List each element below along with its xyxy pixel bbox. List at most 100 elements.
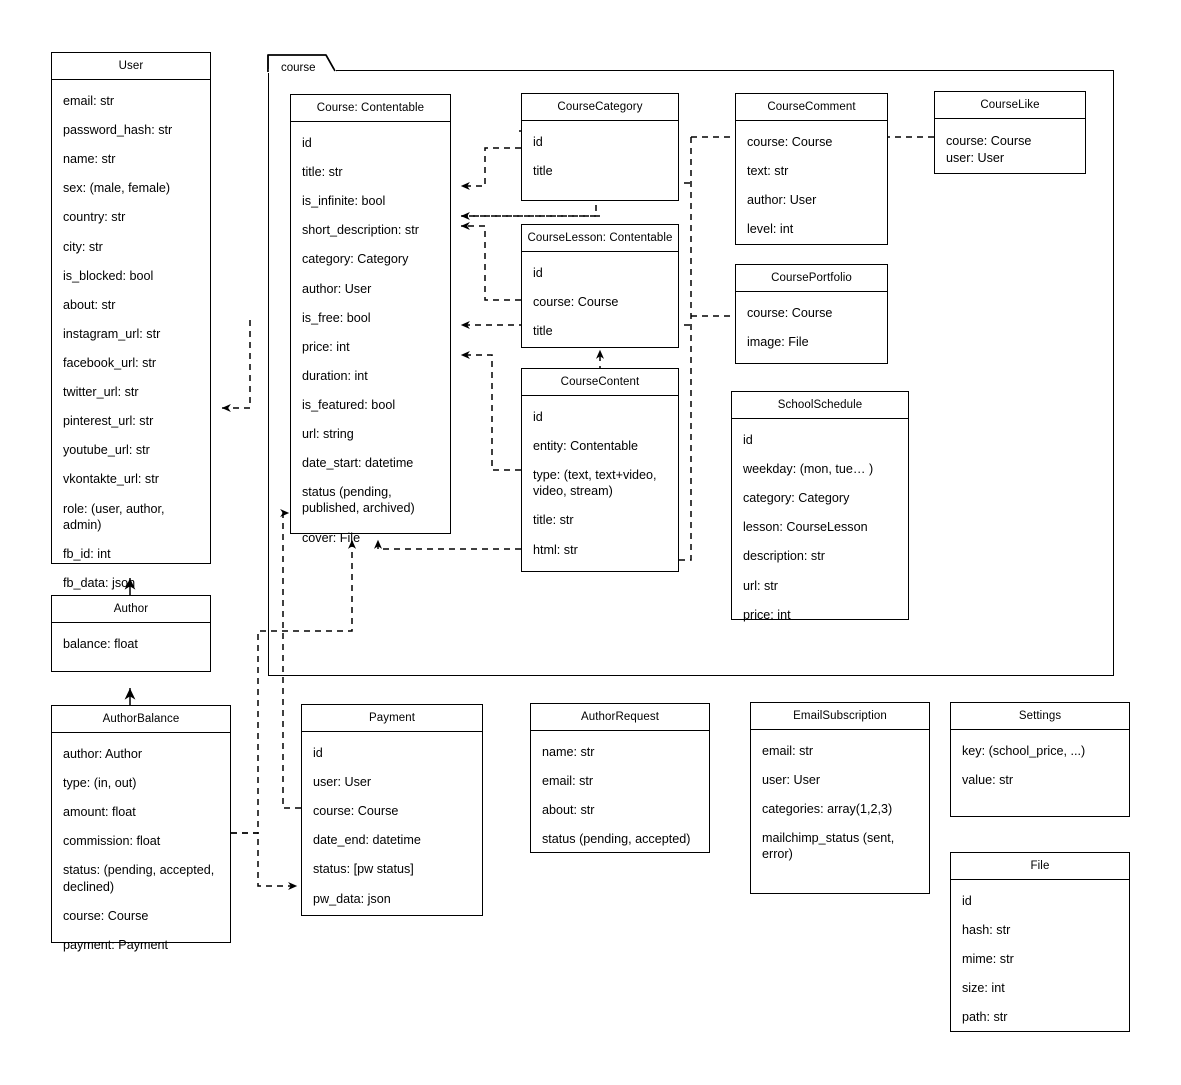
attribute: is_infinite: bool bbox=[302, 194, 386, 209]
attribute: user: User bbox=[313, 775, 372, 790]
attribute: id bbox=[533, 410, 543, 424]
relation-right-spine bbox=[601, 137, 692, 561]
package-course-body bbox=[268, 70, 1114, 676]
attribute: password_hash: str bbox=[63, 123, 173, 138]
attribute: course: Course bbox=[533, 295, 619, 310]
attribute: status (pending, accepted) bbox=[542, 832, 691, 847]
class-box-course[interactable]: Course: Contentable id title: str is_inf… bbox=[290, 94, 451, 545]
attribute: date_start: datetime bbox=[302, 456, 414, 471]
attribute: course: Course bbox=[747, 135, 833, 149]
attribute: id bbox=[962, 894, 972, 908]
attribute: id bbox=[313, 746, 323, 760]
attribute: status (pending, published, archived) bbox=[302, 485, 415, 516]
attribute: lesson: CourseLesson bbox=[743, 520, 868, 535]
attribute: author: User bbox=[302, 281, 372, 296]
package-label-text: course bbox=[281, 62, 316, 74]
attribute: fb_data: json bbox=[63, 575, 136, 590]
attribute: image: File bbox=[747, 335, 809, 350]
class-attributes-courselesson: id course: Course title bbox=[522, 252, 678, 349]
class-attributes-authorrequest: name: str email: str about: str status (… bbox=[531, 731, 709, 857]
class-box-user[interactable]: User email: str password_hash: str name:… bbox=[51, 52, 211, 619]
attribute: country: str bbox=[63, 210, 126, 225]
attribute: course: Course bbox=[313, 804, 399, 819]
relation-courselesson-course bbox=[460, 221, 521, 301]
class-title-coursecomment: CourseComment bbox=[736, 94, 887, 121]
attribute: email: str bbox=[762, 744, 814, 758]
class-attributes-course: id title: str is_infinite: bool short_de… bbox=[291, 122, 450, 556]
class-box-courselesson[interactable]: CourseLesson: Contentable id course: Cou… bbox=[521, 224, 679, 348]
class-box-courselike[interactable]: CourseLike course: Course user: User bbox=[934, 91, 1086, 174]
attribute: text: str bbox=[747, 164, 789, 179]
attribute: about: str bbox=[63, 297, 116, 312]
attribute: url: string bbox=[302, 427, 354, 442]
class-attributes-authorbalance: author: Author type: (in, out) amount: f… bbox=[52, 733, 230, 963]
class-attributes-courseportfolio: course: Course image: File bbox=[736, 292, 887, 360]
attribute: amount: float bbox=[63, 805, 136, 820]
attribute: commission: float bbox=[63, 834, 161, 849]
class-box-author[interactable]: Author balance: float bbox=[51, 595, 211, 672]
attribute: title: str bbox=[302, 165, 343, 180]
attribute: price: int bbox=[302, 339, 350, 354]
attribute: level: int bbox=[747, 222, 794, 237]
attribute: short_description: str bbox=[302, 223, 419, 238]
attribute: value: str bbox=[962, 773, 1014, 788]
attribute: course: Course bbox=[946, 134, 1032, 148]
class-title-authorbalance: AuthorBalance bbox=[52, 706, 230, 733]
attribute: title: str bbox=[533, 513, 574, 528]
class-title-courselike: CourseLike bbox=[935, 92, 1085, 119]
attribute: author: Author bbox=[63, 747, 143, 761]
attribute: balance: float bbox=[63, 637, 138, 651]
attribute: fb_id: int bbox=[63, 546, 111, 561]
attribute: entity: Contentable bbox=[533, 439, 639, 454]
attribute: payment: Payment bbox=[63, 937, 168, 952]
class-attributes-coursecategory: id title bbox=[522, 121, 678, 189]
class-box-courseportfolio[interactable]: CoursePortfolio course: Course image: Fi… bbox=[735, 264, 888, 364]
attribute: sex: (male, female) bbox=[63, 181, 171, 196]
attribute: mailchimp_status (sent, error) bbox=[762, 831, 895, 862]
class-attributes-payment: id user: User course: Course date_end: d… bbox=[302, 732, 482, 917]
class-box-authorrequest[interactable]: AuthorRequest name: str email: str about… bbox=[530, 703, 710, 853]
class-title-settings: Settings bbox=[951, 703, 1129, 730]
attribute: pinterest_url: str bbox=[63, 414, 154, 429]
attribute: weekday: (mon, tue… ) bbox=[743, 462, 874, 477]
attribute: pw_data: json bbox=[313, 891, 391, 906]
attribute: city: str bbox=[63, 239, 103, 254]
class-title-emailsubscription: EmailSubscription bbox=[751, 703, 929, 730]
attribute: title bbox=[533, 164, 553, 179]
class-box-schoolschedule[interactable]: SchoolSchedule id weekday: (mon, tue… ) … bbox=[731, 391, 909, 622]
attribute: type: (in, out) bbox=[63, 776, 137, 791]
attribute: email: str bbox=[63, 94, 115, 108]
class-title-schoolschedule: SchoolSchedule bbox=[732, 392, 908, 419]
class-attributes-author: balance: float bbox=[52, 623, 210, 662]
class-title-coursecontent: CourseContent bbox=[522, 369, 678, 396]
attribute: twitter_url: str bbox=[63, 385, 139, 400]
attribute: id bbox=[302, 136, 312, 150]
class-box-emailsubscription[interactable]: EmailSubscription email: str user: User … bbox=[750, 702, 930, 894]
attribute: role: (user, author, admin) bbox=[63, 501, 165, 532]
class-attributes-courselike: course: Course user: User bbox=[935, 119, 1085, 176]
class-title-authorrequest: AuthorRequest bbox=[531, 704, 709, 731]
class-box-file[interactable]: File id hash: str mime: str size: int pa… bbox=[950, 852, 1130, 1032]
class-box-settings[interactable]: Settings key: (school_price, ...) value:… bbox=[950, 702, 1130, 817]
attribute: is_free: bool bbox=[302, 310, 371, 325]
class-attributes-file: id hash: str mime: str size: int path: s… bbox=[951, 880, 1129, 1036]
class-box-coursecategory[interactable]: CourseCategory id title bbox=[521, 93, 679, 201]
attribute: facebook_url: str bbox=[63, 355, 157, 370]
class-title-author: Author bbox=[52, 596, 210, 623]
class-attributes-settings: key: (school_price, ...) value: str bbox=[951, 730, 1129, 798]
attribute: categories: array(1,2,3) bbox=[762, 802, 893, 817]
relation-authorbalance-course bbox=[231, 539, 357, 834]
attribute: category: Category bbox=[743, 491, 850, 506]
attribute: hash: str bbox=[962, 923, 1011, 938]
class-attributes-coursecontent: id entity: Contentable type: (text, text… bbox=[522, 396, 678, 568]
class-box-coursecontent[interactable]: CourseContent id entity: Contentable typ… bbox=[521, 368, 679, 572]
class-box-authorbalance[interactable]: AuthorBalance author: Author type: (in, … bbox=[51, 705, 231, 952]
class-attributes-coursecomment: course: Course text: str author: User le… bbox=[736, 121, 887, 247]
attribute: about: str bbox=[542, 803, 595, 818]
class-box-coursecomment[interactable]: CourseComment course: Course text: str a… bbox=[735, 93, 888, 245]
attribute: id bbox=[533, 266, 543, 280]
attribute: user: User bbox=[762, 773, 821, 788]
class-box-payment[interactable]: Payment id user: User course: Course dat… bbox=[301, 704, 483, 916]
attribute: status: [pw status] bbox=[313, 862, 414, 877]
